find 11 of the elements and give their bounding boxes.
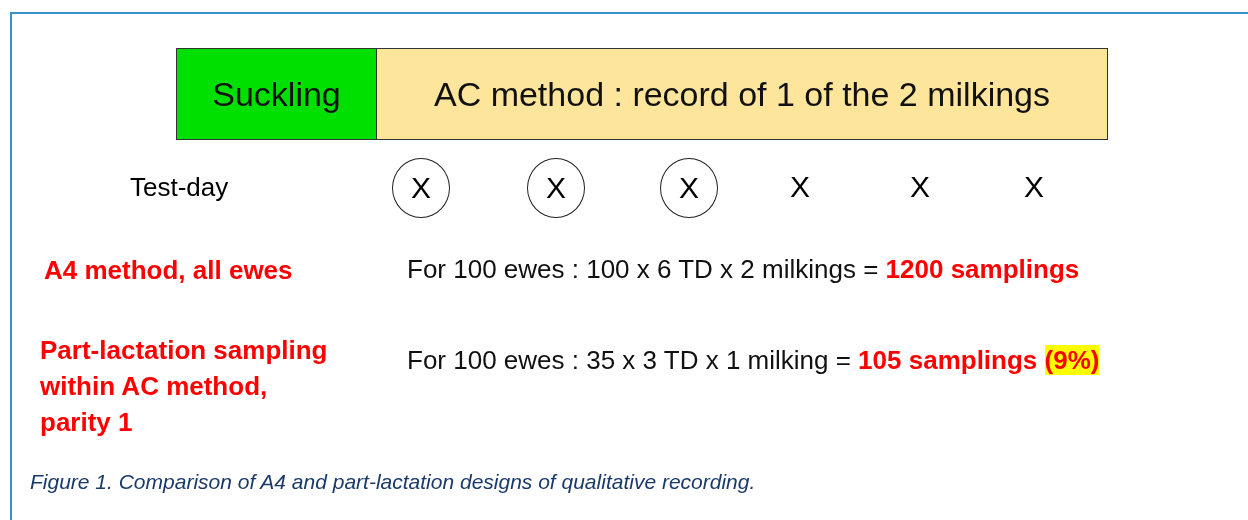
row-label: Test-day — [130, 172, 229, 203]
test-day-mark: X — [910, 170, 930, 204]
design-label: Part-lactation sampling within AC method, parity 1 — [40, 334, 329, 439]
design-label: A4 method, all ewes — [44, 254, 293, 287]
phase-box: AC method : record of 1 of the 2 milkings — [376, 48, 1108, 140]
figure-caption: Figure 1. Comparison of A4 and part-lactation designs of qualitative recording. — [30, 470, 756, 494]
test-day-mark: X — [1024, 170, 1044, 204]
sampling-formula: For 100 ewes : 35 x 3 TD x 1 milking = 105 samplings (9%) — [407, 345, 1100, 376]
phase-box: Suckling — [176, 48, 377, 140]
sampling-formula: For 100 ewes : 100 x 6 TD x 2 milkings = 1200 samplings — [407, 254, 1080, 285]
test-day-mark: X — [790, 170, 810, 204]
